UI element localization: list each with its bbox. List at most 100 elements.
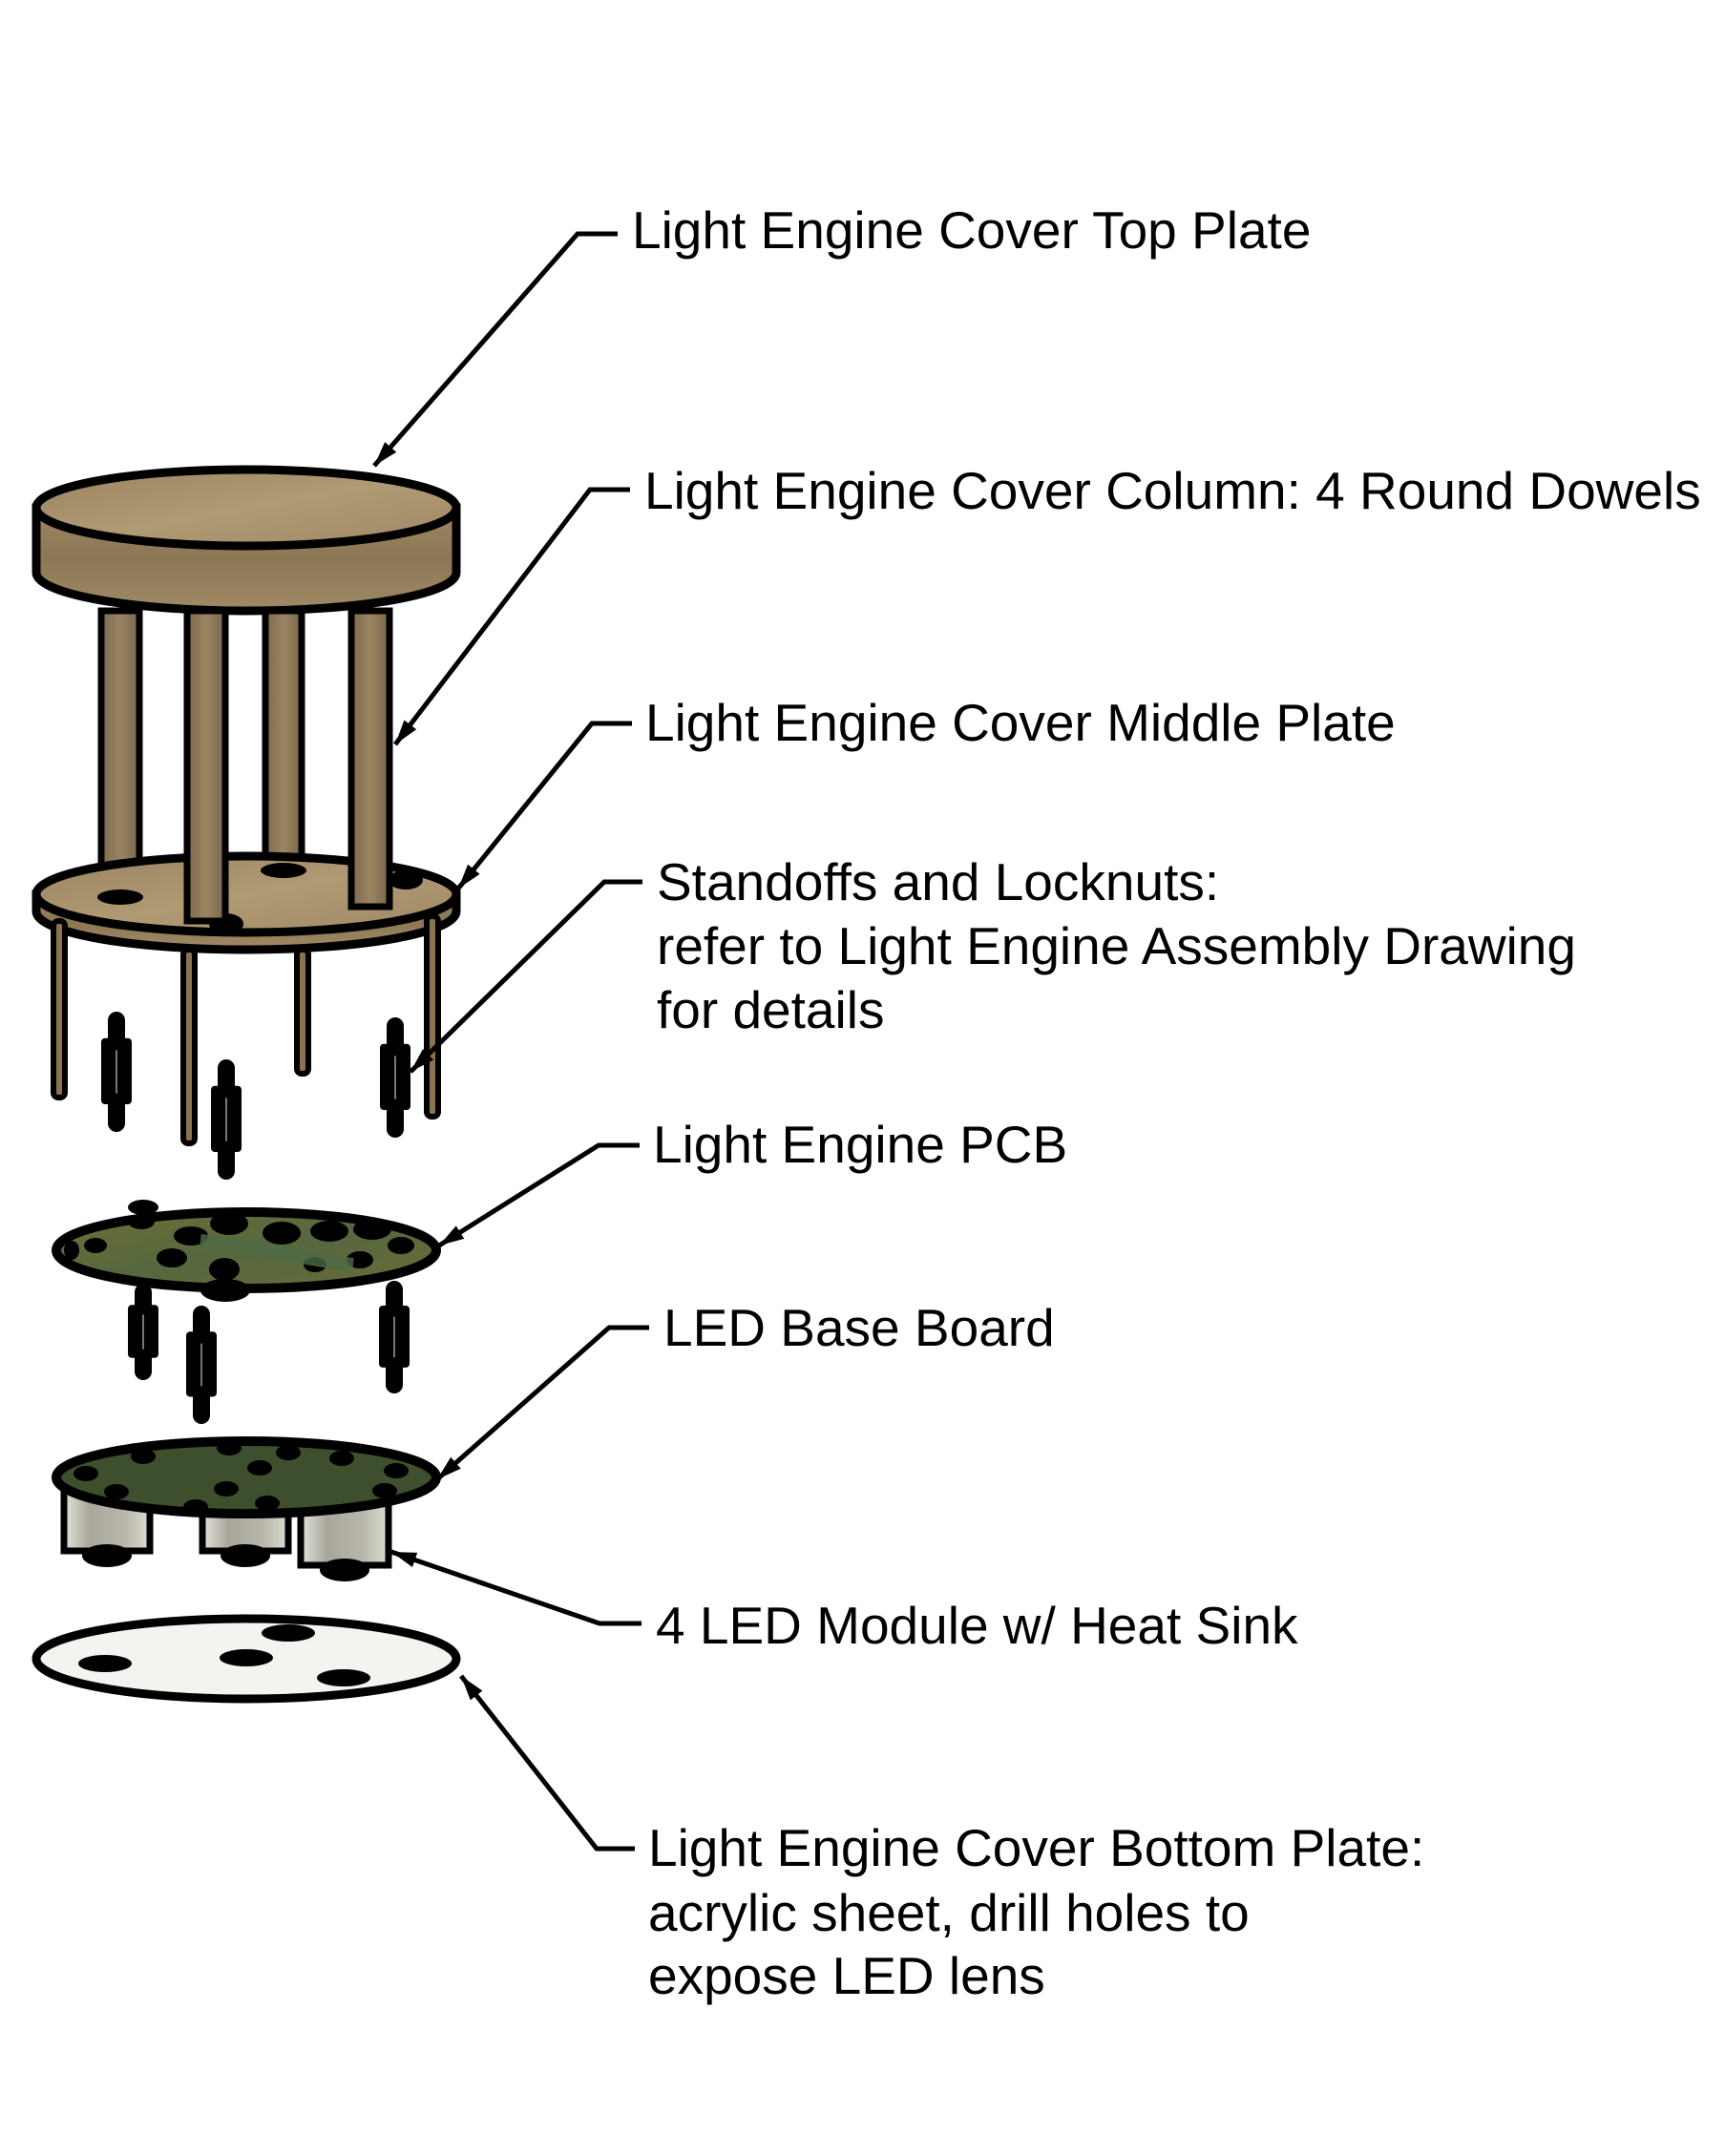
dowels-front [183,607,393,925]
mounting-hole [183,1499,208,1515]
mounting-hole [214,1481,239,1497]
callout-top-plate: Light Engine Cover Top Plate [372,200,1311,468]
label-middle-plate: Light Engine Cover Middle Plate [645,693,1396,752]
arrowhead [374,442,397,466]
mounting-hole [372,1483,397,1498]
locknut-top [389,870,423,890]
pcb-component [157,1248,187,1267]
label-line: for details [657,980,884,1039]
arrowhead [461,1676,483,1701]
mounting-hole [384,1463,409,1478]
leader-line [437,1142,640,1248]
mounting-hole [276,1445,301,1460]
label-pcb: Light Engine PCB [653,1115,1067,1174]
pcb-component [128,1214,155,1229]
callout-led-module: 4 LED Module w/ Heat Sink [390,1549,1298,1655]
standoffs-upper [101,1012,410,1180]
pcb-component [210,1212,248,1235]
leader-line [393,487,630,746]
standoff [128,1284,158,1380]
label-line: 4 LED Module w/ Heat Sink [656,1596,1298,1655]
arrowhead [410,1049,434,1072]
mounting-hole [104,1484,129,1499]
arrowhead [395,720,417,744]
pcb-component [174,1226,208,1245]
standoff [379,1281,410,1393]
label-column: Light Engine Cover Column: 4 Round Dowel… [644,461,1701,520]
top-plate-face [32,465,461,551]
lens-hole [262,1624,315,1642]
callouts: Light Engine Cover Top Plate Light Engin… [372,200,1701,2005]
lens-hole [317,1669,370,1686]
arrowhead [439,1225,465,1245]
label-line: Light Engine Cover Column: 4 Round Dowel… [644,461,1701,520]
top-plate [32,465,461,616]
leader-line [390,1549,642,1626]
leader-line [372,231,618,468]
standoff [101,1012,132,1132]
arrowhead [437,1456,461,1479]
label-led-base-board: LED Base Board [663,1298,1055,1357]
label-line: Light Engine PCB [653,1115,1067,1174]
callout-led-base-board: LED Base Board [435,1298,1055,1481]
label-line: Standoffs and Locknuts: [657,852,1219,911]
led-base-board [52,1436,441,1518]
pcb-component [128,1200,158,1215]
bottom-plate [32,1614,461,1704]
leg-rods [51,913,441,1146]
pcb-trace [200,1234,354,1271]
leader-line [459,1674,635,1852]
dowel [347,607,393,911]
leg-rod [51,918,68,1100]
dowel [262,607,305,874]
leg-rod [424,913,441,1120]
label-line: LED Base Board [663,1298,1055,1357]
pcb-component [64,1241,79,1260]
label-top-plate: Light Engine Cover Top Plate [632,200,1311,260]
pcb-component [388,1237,414,1254]
callout-pcb: Light Engine PCB [437,1115,1067,1248]
callout-middle-plate: Light Engine Cover Middle Plate [456,693,1396,890]
label-line: expose LED lens [648,1946,1045,2005]
leader-line [456,721,632,890]
pcb-component [310,1221,348,1242]
middle-plate [32,851,461,954]
callout-bottom-plate: Light Engine Cover Bottom Plate: acrylic… [459,1674,1424,2005]
mounting-hole [217,1440,242,1455]
leader-line [435,1325,649,1481]
mounting-hole [255,1496,280,1511]
label-led-module: 4 LED Module w/ Heat Sink [656,1596,1298,1655]
callout-standoffs: Standoffs and Locknuts: refer to Light E… [409,852,1590,1074]
mounting-hole [247,1460,272,1476]
leader-line [409,879,642,1074]
label-line: Light Engine Cover Bottom Plate: [648,1818,1424,1877]
arrowhead [458,864,480,889]
lens-hole [220,1649,273,1666]
pcb-component [209,1258,240,1281]
pcb-component [353,1219,391,1240]
dowel-footprint [261,863,306,878]
light-engine-pcb [52,1200,441,1302]
label-line: acrylic sheet, drill holes to [648,1883,1250,1942]
callout-column: Light Engine Cover Column: 4 Round Dowel… [393,461,1701,746]
label-line: refer to Light Engine Assembly Drawing [657,916,1576,975]
standoff [211,1059,242,1180]
pcb-component [84,1238,107,1253]
leg-rod [180,947,198,1146]
standoffs-lower [128,1281,410,1424]
standoff [186,1306,217,1424]
led-board-holes [74,1440,409,1515]
pcb-component [263,1222,301,1245]
label-standoffs: Standoffs and Locknuts: refer to Light E… [657,852,1590,1039]
dowel-footprint [97,890,143,905]
mounting-hole [131,1449,156,1464]
mounting-hole [329,1451,354,1466]
arrowhead [391,1552,418,1568]
label-line: Light Engine Cover Top Plate [632,200,1311,260]
dowel [97,607,143,901]
locknut [200,1279,250,1302]
mounting-hole [74,1466,98,1481]
pcb-components [64,1200,414,1302]
label-line: Light Engine Cover Middle Plate [645,693,1396,752]
